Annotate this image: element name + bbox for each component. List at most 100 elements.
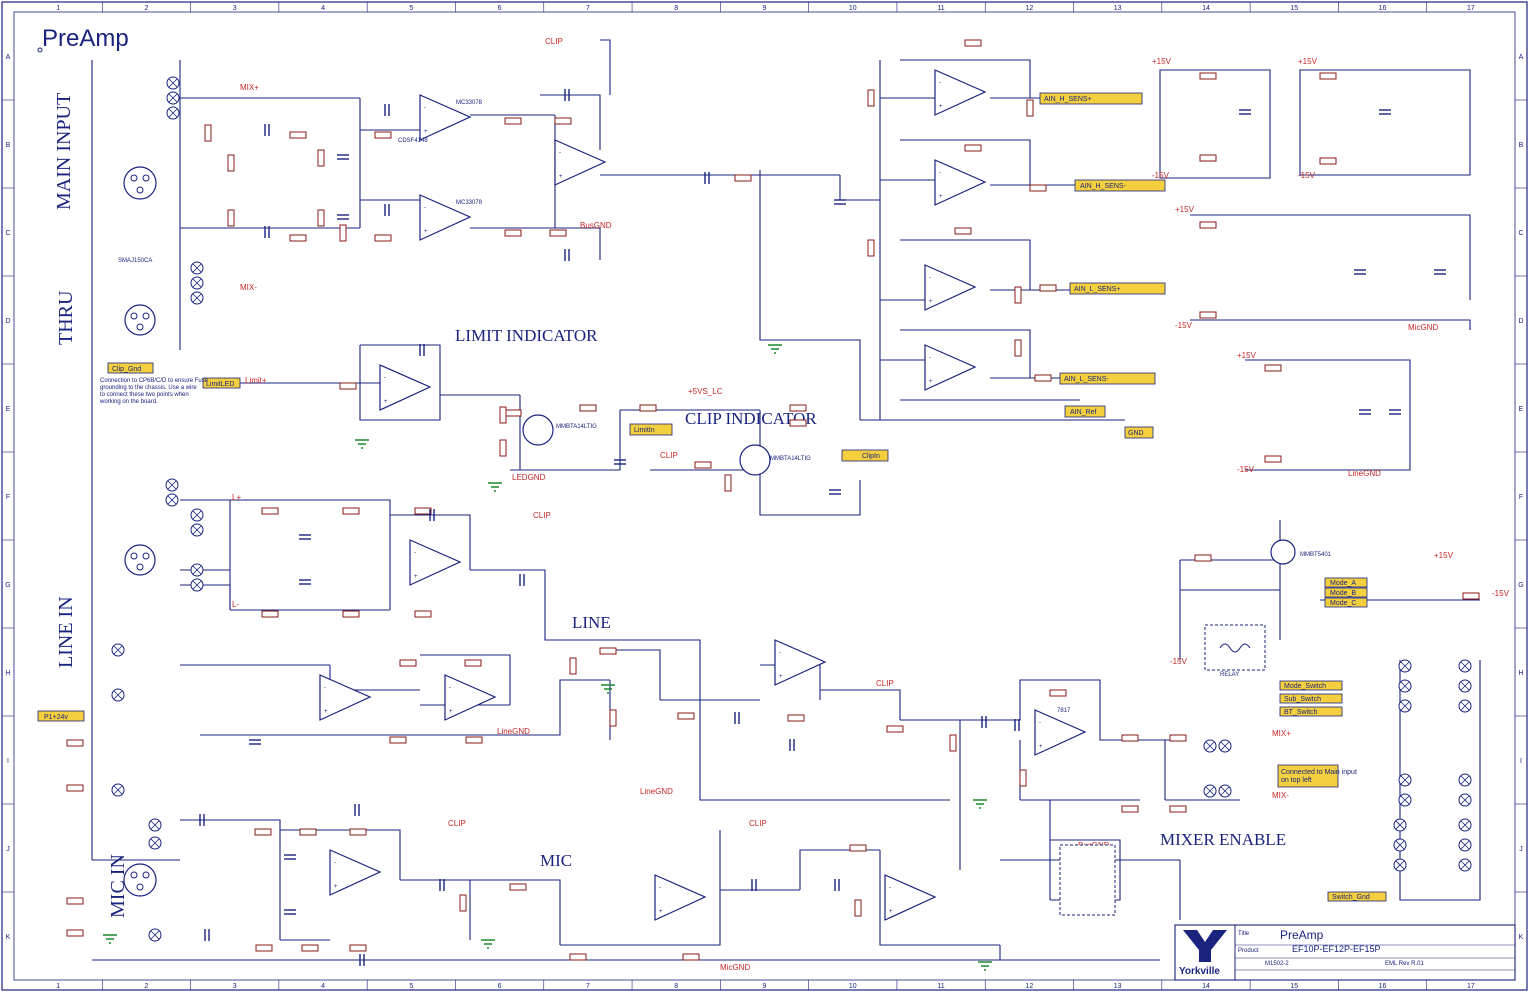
resistor-1-icon bbox=[289, 131, 307, 139]
opamp-14-icon bbox=[654, 874, 707, 921]
part-q7: MMBTA14LTIG bbox=[770, 456, 811, 462]
resistor-v-18-icon bbox=[1019, 769, 1027, 787]
opamp-2-icon bbox=[419, 194, 472, 241]
relay-2-icon bbox=[1059, 844, 1116, 916]
tag-mode-switch: Mode_Switch bbox=[1284, 683, 1326, 690]
resistor-v-17-icon bbox=[949, 734, 957, 752]
opamp-4-icon bbox=[934, 69, 987, 116]
grid-row-left-I: I bbox=[7, 758, 9, 765]
opamp-8-icon bbox=[379, 364, 432, 411]
grid-col-bottom-10: 10 bbox=[849, 983, 857, 990]
net-plus15-2: +15V bbox=[1298, 57, 1318, 66]
resistor-v-16-icon bbox=[609, 709, 617, 727]
net-clip-4: CLIP bbox=[876, 679, 894, 688]
net-plus15-3: +15V bbox=[1175, 205, 1195, 214]
svg-text:+: + bbox=[779, 674, 783, 680]
xlr-thru-icon bbox=[124, 304, 156, 336]
grid-row-left-E: E bbox=[6, 406, 11, 413]
svg-text:+: + bbox=[559, 174, 563, 180]
tag-gnd: GND bbox=[1128, 430, 1144, 437]
grid-col-bottom-5: 5 bbox=[409, 983, 413, 990]
grid-row-right-J: J bbox=[1519, 846, 1523, 853]
grid-row-right-A: A bbox=[1519, 54, 1524, 61]
grid-row-right-B: B bbox=[1519, 142, 1524, 149]
svg-text:+: + bbox=[324, 709, 328, 715]
opamp-9-icon bbox=[409, 539, 462, 586]
tag-ain-h-sens-plus: AIN_H_SENS+ bbox=[1044, 96, 1092, 103]
product-label: Product bbox=[1238, 948, 1259, 954]
resistor-65-icon bbox=[66, 897, 84, 905]
opamp-13-icon bbox=[1034, 709, 1087, 756]
resistor-50-icon bbox=[569, 953, 587, 961]
tag-ain-l-sens-minus: AIN_L_SENS- bbox=[1064, 376, 1109, 383]
part-u10: MC33078 bbox=[456, 200, 483, 206]
net-clip-6: CLIP bbox=[749, 819, 767, 828]
grid-col-bottom-14: 14 bbox=[1202, 983, 1210, 990]
resistor-34-icon bbox=[599, 647, 617, 655]
tag-mode-b: Mode_B bbox=[1330, 590, 1356, 597]
ground-symbols bbox=[103, 344, 992, 971]
grid-col-top-4: 4 bbox=[321, 5, 325, 12]
resistor-18-icon bbox=[504, 409, 522, 417]
yorkville-logo-icon bbox=[1183, 930, 1227, 962]
svg-text:+: + bbox=[384, 399, 388, 405]
svg-text:+: + bbox=[424, 129, 428, 135]
part-u9: MC33078 bbox=[456, 100, 483, 106]
net-plus15-5: +15V bbox=[1434, 551, 1454, 560]
resistor-42-icon bbox=[1169, 805, 1187, 813]
grid-col-top-11: 11 bbox=[937, 5, 944, 12]
opamp-10-icon bbox=[319, 674, 372, 721]
part-relay: RELAY bbox=[1220, 672, 1239, 678]
opamp-6-icon bbox=[924, 264, 977, 311]
net-clip-3: CLIP bbox=[533, 511, 551, 520]
resistor-7-icon bbox=[554, 117, 572, 125]
grid-col-bottom-4: 4 bbox=[321, 983, 325, 990]
net-minus15-6: -15V bbox=[1492, 589, 1510, 598]
grid-col-bottom-12: 12 bbox=[1025, 983, 1033, 990]
svg-text:-: - bbox=[559, 150, 561, 156]
net-labels: MIX+ MIX- CLIP BusGND Limit+ LEDGND +5VS… bbox=[232, 37, 1510, 972]
drawing-inner-frame bbox=[13, 11, 1516, 981]
grid-row-left-A: A bbox=[6, 54, 11, 61]
ground-8-icon bbox=[355, 439, 369, 449]
title-label: Title bbox=[1238, 931, 1250, 937]
part-tvs: SMAJ150CA bbox=[118, 258, 152, 264]
resistor-40-icon bbox=[1169, 734, 1187, 742]
resistor-16-icon bbox=[1034, 374, 1052, 382]
opamp-group: -+-+-+-+-+-+-+-+-+-+-+-+-+-+-+-+ bbox=[319, 69, 1087, 921]
grid-row-right-I: I bbox=[1520, 758, 1522, 765]
xlr-line-in-icon bbox=[124, 544, 156, 576]
resistor-v-12-icon bbox=[724, 474, 732, 492]
opamp-12-icon bbox=[774, 639, 827, 686]
resistor-53-icon bbox=[1194, 554, 1212, 562]
resistor-41-icon bbox=[1121, 805, 1139, 813]
grid-col-bottom-7: 7 bbox=[586, 983, 590, 990]
tag-bt-switch: BT_Switch bbox=[1284, 709, 1318, 716]
net-minus15-4: -15V bbox=[1237, 465, 1255, 474]
net-mix-2: MIX- bbox=[1272, 791, 1289, 800]
svg-text:-: - bbox=[449, 685, 451, 691]
grid-col-bottom-1: 1 bbox=[56, 983, 60, 990]
opamp-11-icon bbox=[444, 674, 497, 721]
resistor-24-icon bbox=[261, 507, 279, 515]
grid-col-top-15: 15 bbox=[1290, 5, 1298, 12]
net-clip-5: CLIP bbox=[448, 819, 466, 828]
opamp-5-icon bbox=[934, 159, 987, 206]
grid-row-left-H: H bbox=[5, 670, 10, 677]
grid-col-top-1: 1 bbox=[56, 5, 60, 12]
svg-text:+: + bbox=[1039, 744, 1043, 750]
net-clip-1: CLIP bbox=[545, 37, 563, 46]
resistor-46-icon bbox=[255, 944, 273, 952]
grid-col-bottom-17: 17 bbox=[1467, 983, 1475, 990]
grid-col-bottom-13: 13 bbox=[1114, 983, 1122, 990]
grid-row-right-D: D bbox=[1518, 318, 1523, 325]
grid-row-left-K: K bbox=[6, 934, 11, 941]
svg-text:-: - bbox=[414, 550, 416, 556]
signal-tags: AIN_H_SENS+ AIN_H_SENS- AIN_L_SENS+ AIN_… bbox=[37, 92, 1387, 902]
grid-row-right-K: K bbox=[1519, 934, 1524, 941]
tag-limit-led: LimitLED bbox=[206, 381, 234, 388]
svg-text:-: - bbox=[334, 860, 336, 866]
